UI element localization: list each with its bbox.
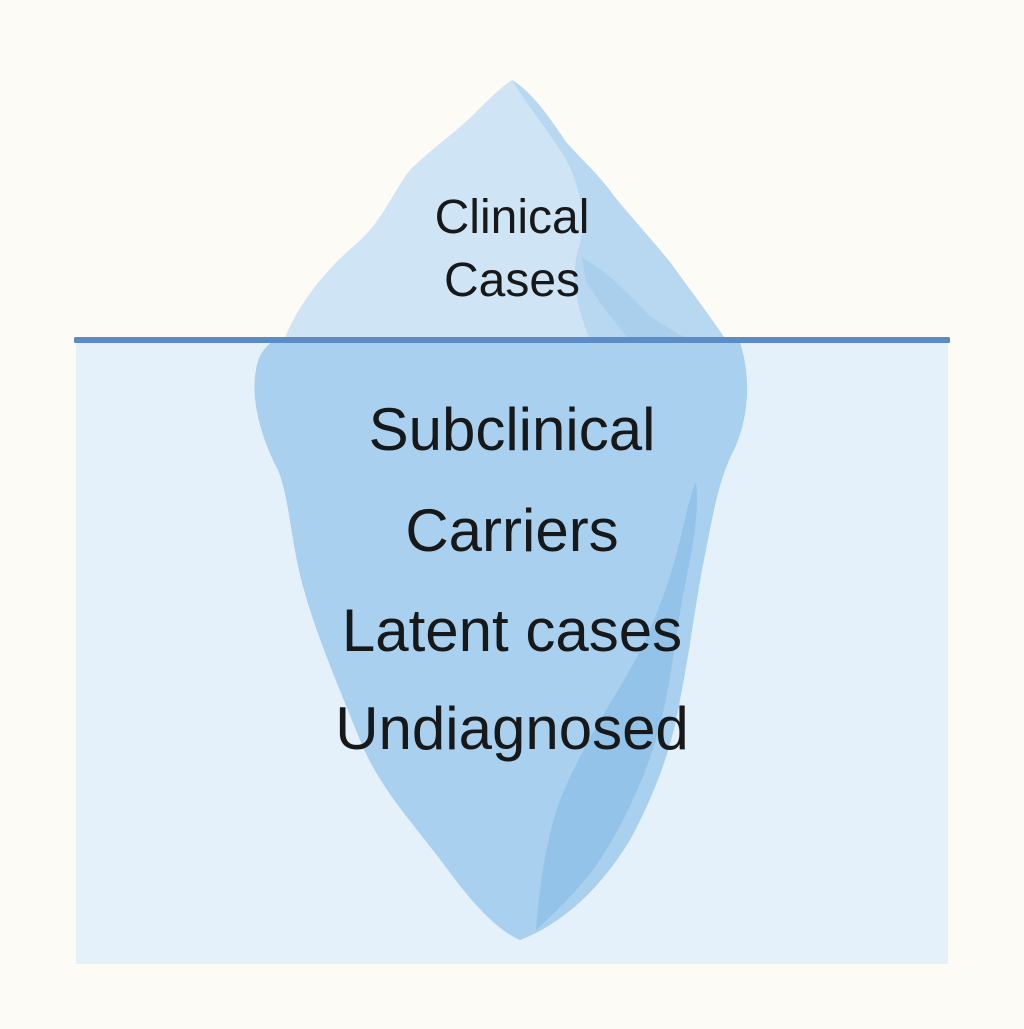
subclinical-label: Subclinical bbox=[368, 396, 656, 463]
waterline bbox=[74, 337, 950, 343]
latent-cases-label: Latent cases bbox=[341, 597, 683, 664]
undiagnosed-label: Undiagnosed bbox=[335, 695, 689, 762]
clinical-label: Clinical bbox=[434, 191, 590, 244]
carriers-label: Carriers bbox=[405, 497, 619, 564]
cases-label: Cases bbox=[443, 254, 581, 307]
iceberg-tip-shade bbox=[512, 80, 726, 340]
iceberg-tip-ridge bbox=[582, 258, 690, 340]
iceberg-body-shade bbox=[536, 482, 697, 930]
